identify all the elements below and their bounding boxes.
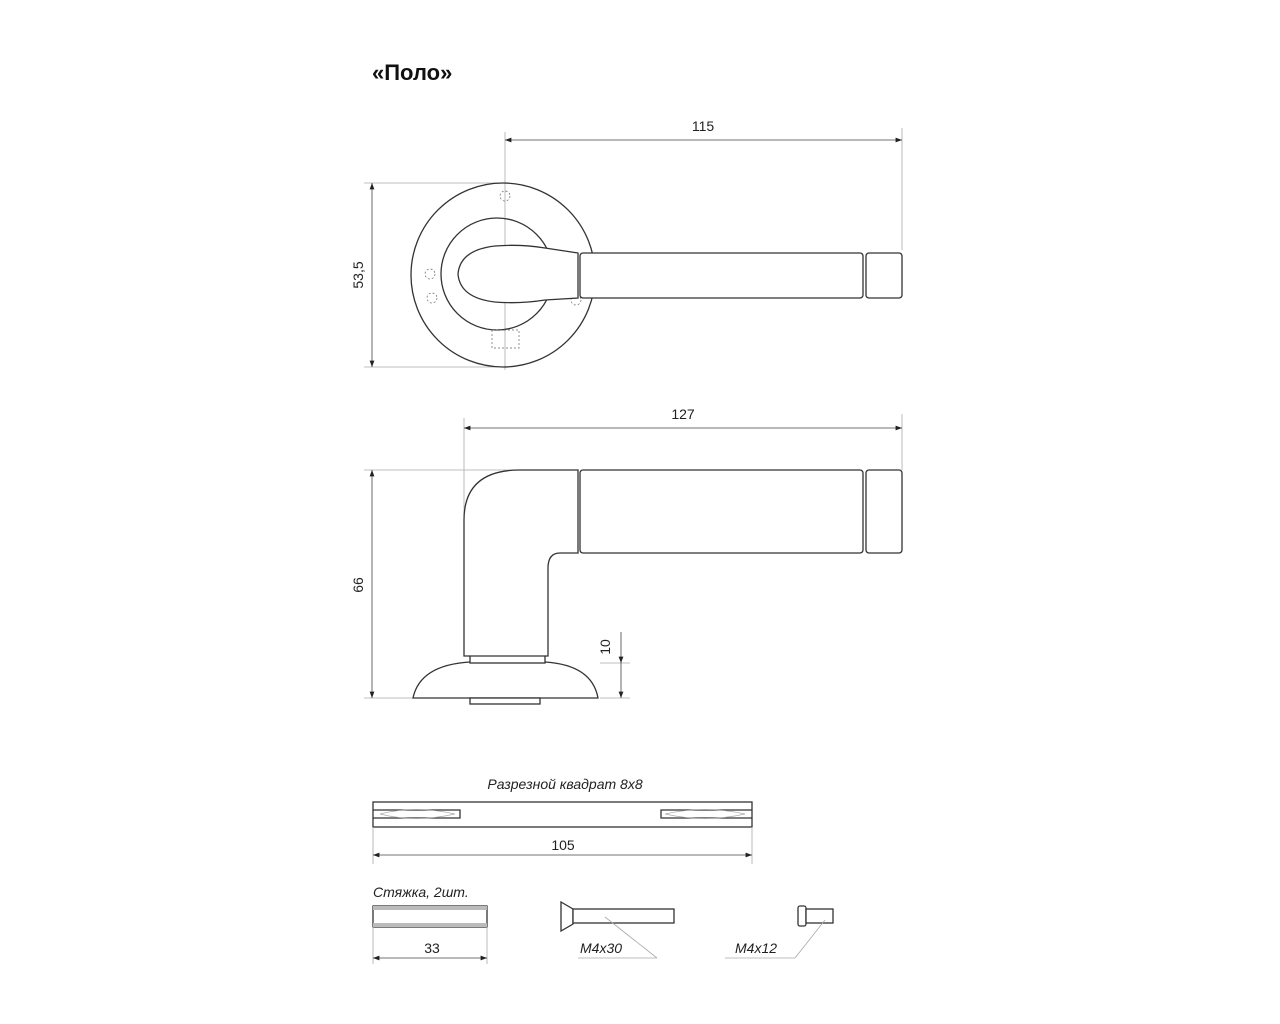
dimension-label-53-5: 53,5 — [350, 261, 366, 288]
screw-m4x30: M4x30 — [560, 900, 675, 959]
top-view: 115 53,5 — [350, 118, 903, 370]
screw-label-m4x30: M4x30 — [580, 940, 622, 956]
spindle-label: Разрезной квадрат 8x8 — [487, 776, 642, 792]
spindle: Разрезной квадрат 8x8 105 — [372, 776, 753, 864]
dimension-label-127: 127 — [671, 406, 695, 422]
dimension-label-10: 10 — [597, 639, 613, 655]
dimension-label-115: 115 — [692, 118, 715, 134]
screw-label-m4x12: M4x12 — [735, 940, 777, 956]
lever-neck-profile — [463, 469, 579, 657]
dimension-label-66: 66 — [350, 577, 366, 593]
lever-neck — [457, 244, 579, 304]
tie-label: Стяжка, 2шт. — [373, 884, 469, 900]
drawing-title: «Поло» — [372, 60, 452, 85]
lever-bar — [579, 252, 864, 299]
dimension-label-105: 105 — [551, 837, 575, 853]
tie-rod: Стяжка, 2шт. 33 — [372, 884, 488, 964]
side-view: 127 66 10 — [350, 406, 903, 705]
lever-end-cap — [865, 252, 903, 299]
dimension-label-33: 33 — [424, 940, 440, 956]
rosette-profile — [412, 661, 599, 699]
screw-m4x12: M4x12 — [725, 905, 834, 959]
